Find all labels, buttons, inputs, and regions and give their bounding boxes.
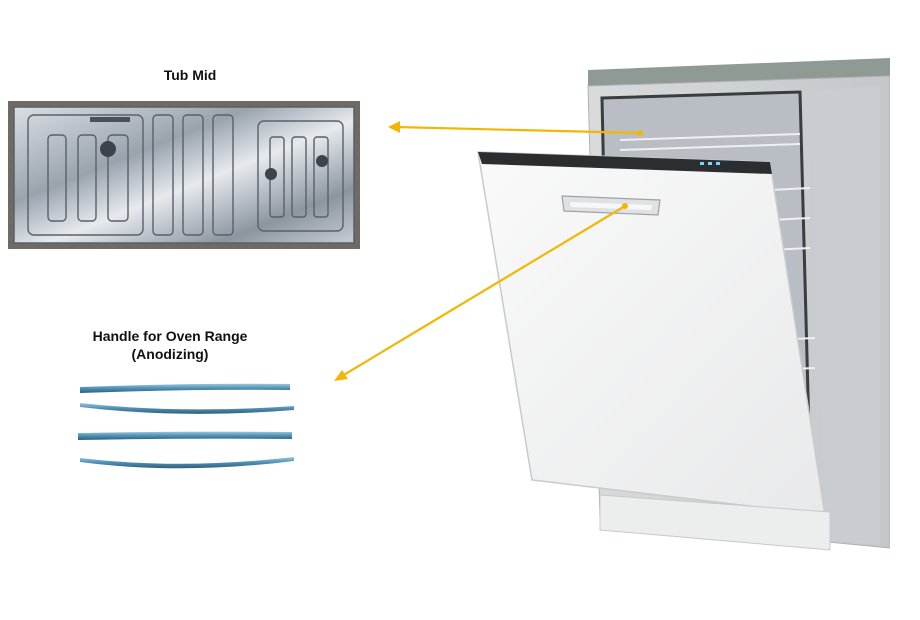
handle-label-line2: (Anodizing) [131,346,209,362]
arrow-head-icon [388,121,400,133]
arrow-head-icon [334,370,348,381]
tub-mid-panel-image [8,101,360,249]
tub-mid-label: Tub Mid [163,67,217,83]
handle-bar [80,403,294,414]
oven-handles-image [78,383,294,469]
dishwasher-image [477,58,890,551]
handle-label-line1: Handle for Oven Range [92,328,248,344]
handle-bar [78,431,292,440]
handle-bar [80,457,294,469]
handle-bar [80,383,290,393]
handle-label: Handle for Oven Range (Anodizing) [70,327,270,363]
